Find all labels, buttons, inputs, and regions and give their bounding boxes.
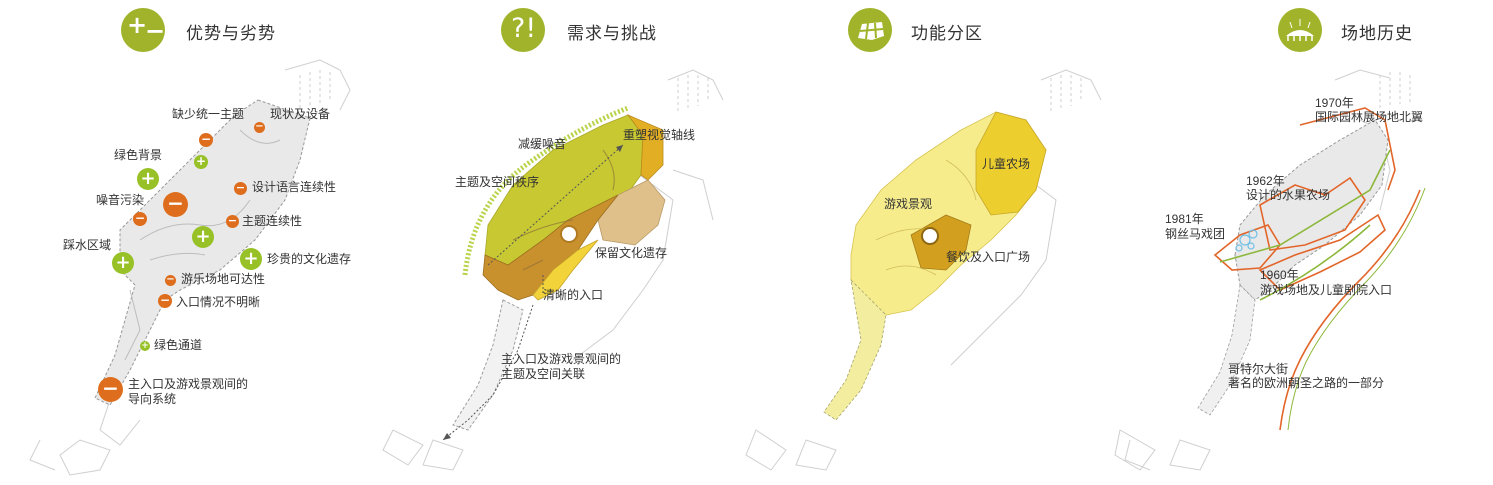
label-lack-theme: 缺少统一主题 [172,107,245,121]
zone-children-farm [975,111,1047,216]
label-heritage: 珍贵的文化遗存 [267,252,352,266]
plus-marker: + [192,226,214,248]
label-street-text: 著名的欧洲朝圣之路的一部分 [1228,376,1385,390]
label-clear-entrance: 清晰的入口 [543,288,604,302]
label-play-landscape: 游戏景观 [884,197,933,211]
question-exclamation-icon: ?! [501,8,545,52]
label-relation-line2: 主题及空间关联 [501,367,586,381]
label-theme-order: 主题及空间秩序 [455,175,540,189]
zone-brown [482,194,619,301]
minus-marker: − [163,192,188,217]
line-1962 [1259,176,1366,251]
label-dining-plaza: 餐饮及入口广场 [946,250,1031,264]
panel-title: 优势与劣势 [186,24,276,43]
line-1970 [1299,107,1396,191]
label-green-background: 绿色背景 [114,148,163,162]
site-outline [1234,119,1389,301]
central-node [560,225,578,243]
plus-glyph: + [127,11,148,39]
label-visual-axis: 重塑视觉轴线 [623,128,696,142]
green-buffer-arc [462,105,629,276]
site-map-4 [1114,69,1426,471]
label-street-name: 哥特尔大街 [1228,362,1289,376]
label-reduce-noise: 减缓噪音 [518,137,567,151]
circus-circle [1235,244,1243,252]
line-1960 [1258,213,1386,291]
label-theme-continuity: 主题连续性 [242,214,303,228]
label-1981-text: 钢丝马戏团 [1165,227,1226,241]
site-map-2 [382,69,724,471]
label-green-corridor: 绿色通道 [154,338,203,352]
line-street [1279,189,1421,431]
circus-circle [1247,242,1255,250]
label-1960-text: 游戏场地及儿童剧院入口 [1260,283,1393,297]
panel-title: 功能分区 [911,24,983,43]
circus-circle [1239,234,1251,246]
panel-site-history: 场地历史 1970年 国际园林展场地北翼 1962年 设计的水果农场 1981年… [1114,0,1493,485]
plus-minus-icon: + − [121,8,165,52]
zoning-map-icon [848,8,892,52]
label-1960-year: 1960年 [1260,268,1299,282]
minus-marker: − [254,121,265,133]
label-1970-text: 国际园林展场地北翼 [1315,110,1424,124]
label-guide-line2: 导向系统 [128,392,177,406]
label-1970-year: 1970年 [1315,96,1354,110]
label-entrance-unclear: 入口情况不明晰 [176,295,261,309]
plus-marker: + [137,168,159,190]
plus-marker: + [240,248,262,270]
label-playground-access: 游乐场地可达性 [181,272,266,286]
label-guide-line1: 主入口及游戏景观间的 [128,377,249,391]
panel-zoning: 功能分区 儿童农场 游戏景观 餐饮及入口广场 [745,0,1119,485]
plus-marker: + [140,341,150,351]
plus-marker: + [112,252,134,274]
label-1981-year: 1981年 [1165,212,1204,226]
panel-strengths-weaknesses: + − 优势与劣势 缺少统一主题 现状及设备 绿色背景 噪音污染 设计语言连续性… [0,0,373,485]
exhibition-hall-icon [1278,8,1322,52]
relation-arrow [442,304,534,441]
label-1962-text: 设计的水果农场 [1246,188,1331,202]
panel-title: 需求与挑战 [567,24,657,43]
plus-marker: + [194,154,208,169]
minus-marker: − [133,211,147,226]
zone-tan [597,179,666,246]
line-green-a [1219,149,1391,263]
label-status-facilities: 现状及设备 [270,107,331,121]
minus-marker: − [98,377,123,402]
minus-glyph: − [145,17,166,45]
panel-needs-challenges: ?! 需求与挑战 减缓噪音 重塑视觉轴线 主题及空间秩序 保留文化遗存 清晰的入… [373,0,746,485]
site-outline [94,99,311,406]
minus-marker: − [158,293,172,308]
label-noise-pollution: 噪音污染 [96,193,145,207]
label-1962-year: 1962年 [1246,174,1285,188]
minus-marker: − [226,214,239,228]
central-node [921,227,939,245]
minus-marker: − [234,181,247,195]
label-design-continuity: 设计语言连续性 [252,180,337,194]
site-map-3 [745,69,1102,471]
label-keep-heritage: 保留文化遗存 [595,246,668,260]
minus-marker: − [199,132,213,147]
label-children-farm: 儿童农场 [982,157,1031,171]
zone-yellow [532,239,599,301]
label-relation-line1: 主入口及游戏景观间的 [501,352,622,366]
label-water-play-area: 踩水区域 [63,238,112,252]
circus-circle [1248,229,1258,239]
site-map-1 [29,59,351,476]
minus-marker: − [165,274,176,286]
line-green-b [1259,224,1371,301]
panel-title: 场地历史 [1341,24,1413,43]
